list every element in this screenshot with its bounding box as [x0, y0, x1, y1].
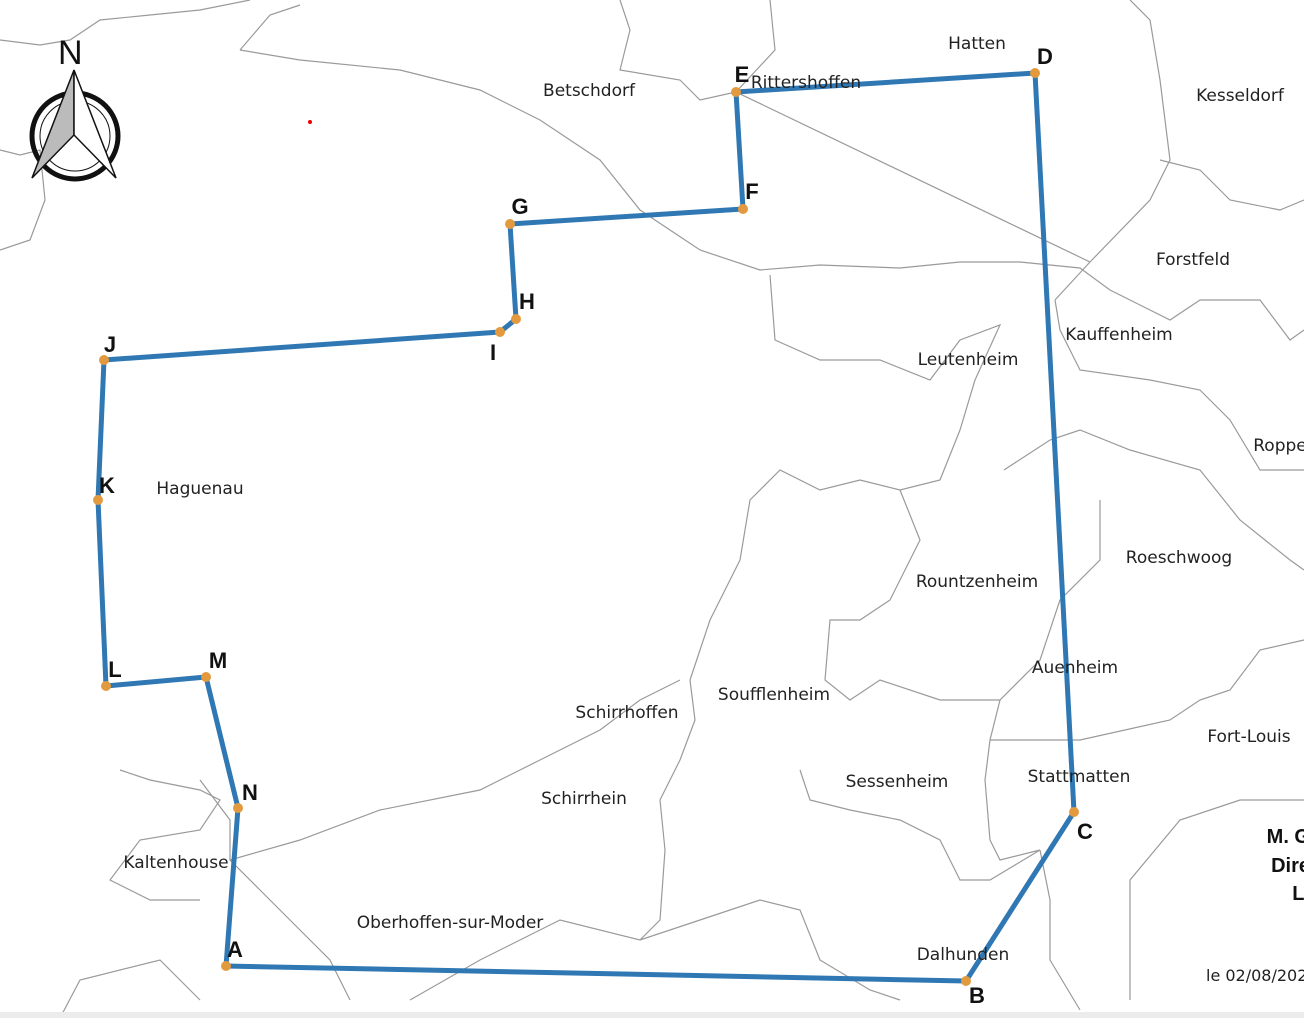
commune-boundary: [199, 779, 351, 1001]
credit-line-1: M. G: [1266, 826, 1304, 848]
waypoint-label-g: G: [511, 194, 529, 219]
commune-label: Rittershoffen: [750, 73, 862, 93]
red-dot-marker: [308, 120, 312, 124]
commune-boundary: [0, 149, 46, 251]
north-label: N: [58, 34, 83, 72]
waypoint-i: [495, 327, 505, 337]
waypoint-a: [221, 961, 231, 971]
commune-label: Schirrhein: [541, 789, 627, 809]
waypoint-c: [1069, 807, 1079, 817]
commune-label: Dalhunden: [916, 945, 1010, 965]
commune-label: Kauffenheim: [1065, 325, 1173, 345]
commune-boundary: [689, 274, 1002, 681]
waypoint-label-l: L: [108, 657, 122, 682]
commune-boundary: [990, 639, 1304, 741]
commune-label: Sessenheim: [845, 772, 949, 792]
commune-boundary: [1129, 799, 1304, 1000]
commune-label: Soufflenheim: [717, 685, 831, 705]
commune-label: Roeschwoog: [1125, 548, 1233, 568]
waypoint-l: [101, 681, 111, 691]
waypoint-e: [731, 87, 741, 97]
commune-label: Roppe: [1253, 436, 1304, 456]
waypoint-g: [505, 219, 515, 229]
waypoint-label-m: M: [208, 648, 228, 673]
waypoint-d: [1030, 68, 1040, 78]
commune-boundary: [639, 679, 696, 941]
commune-label: Haguenau: [156, 479, 244, 499]
commune-boundary: [619, 0, 737, 101]
waypoint-f: [738, 204, 748, 214]
commune-label: Kesseldorf: [1196, 86, 1284, 106]
north-arrow-icon: [31, 69, 75, 179]
commune-label: Fort-Louis: [1207, 727, 1291, 747]
commune-label: Kaltenhouse: [123, 853, 229, 873]
waypoint-label-a: A: [227, 937, 243, 962]
north-arrow-icon: [73, 69, 117, 179]
commune-boundary: [109, 769, 221, 901]
commune-boundary: [984, 699, 1041, 861]
commune-boundary: [239, 49, 1081, 271]
credit-line-2: Dire: [1271, 855, 1304, 877]
commune-label: Hatten: [948, 34, 1006, 54]
waypoint-b: [961, 976, 971, 986]
waypoint-label-h: H: [519, 289, 535, 314]
commune-boundary: [229, 679, 681, 861]
waypoint-label-c: C: [1077, 819, 1093, 844]
map-date: le 02/08/202: [1206, 966, 1304, 985]
commune-label: Schirrhoffen: [575, 703, 679, 723]
commune-boundary: [0, 0, 251, 46]
commune-boundary: [239, 4, 301, 51]
commune-label: Rountzenheim: [915, 572, 1039, 592]
commune-label: Auenheim: [1031, 658, 1119, 678]
waypoint-label-j: J: [103, 332, 117, 357]
waypoint-label-f: F: [745, 179, 759, 204]
waypoint-n: [233, 803, 243, 813]
credit-line-3: Li: [1292, 883, 1304, 905]
commune-boundary: [1054, 299, 1304, 471]
commune-boundary: [1159, 159, 1304, 211]
commune-boundary: [1039, 849, 1081, 1011]
commune-label: Leutenheim: [917, 350, 1019, 370]
commune-label: Betschdorf: [543, 81, 635, 101]
commune-boundary: [735, 0, 1091, 263]
commune-boundary: [824, 489, 1101, 701]
commune-boundary: [799, 769, 1041, 881]
commune-label: Oberhoffen-sur-Moder: [356, 913, 544, 933]
waypoint-label-k: K: [99, 473, 115, 498]
waypoint-m: [201, 672, 211, 682]
route-line: [95, 70, 1077, 984]
waypoint-label-d: D: [1037, 44, 1053, 69]
bottom-strip: [0, 1012, 1304, 1018]
commune-label: Stattmatten: [1027, 767, 1131, 787]
waypoint-label-i: I: [489, 340, 497, 365]
commune-boundary: [1054, 0, 1171, 301]
commune-boundary: [409, 899, 901, 1001]
waypoint-h: [511, 314, 521, 324]
waypoint-label-b: B: [969, 983, 985, 1008]
commune-label: Forstfeld: [1155, 250, 1231, 270]
waypoint-j: [99, 355, 109, 365]
waypoint-k: [93, 495, 103, 505]
waypoint-label-e: E: [734, 62, 750, 87]
commune-boundary: [1079, 267, 1304, 341]
waypoint-label-n: N: [242, 780, 258, 805]
commune-boundary: [59, 959, 201, 1018]
